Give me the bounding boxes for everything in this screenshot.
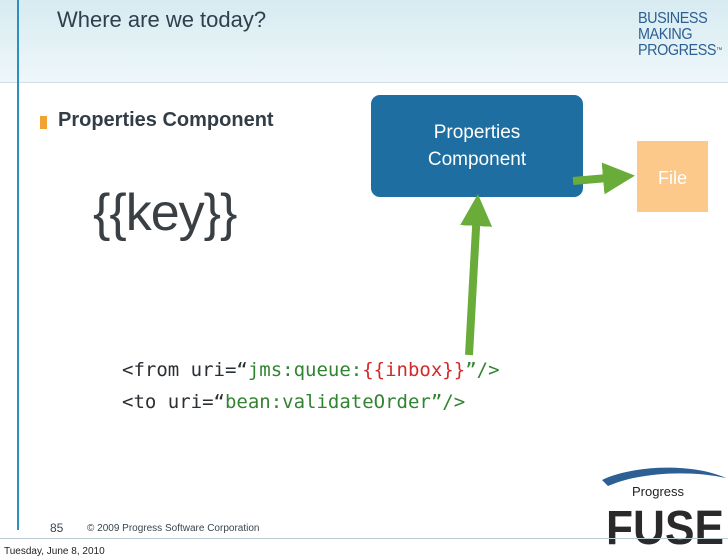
brand-line-2: MAKING [638, 26, 693, 43]
code-line-from: <from uri=“jms:queue:{{inbox}}”/> [122, 359, 500, 381]
page-number: 85 [50, 521, 64, 535]
logo-swoosh-icon [602, 467, 726, 486]
footer-divider [0, 538, 728, 539]
code-line-to: <to uri=“bean:validateOrder”/> [122, 391, 465, 413]
code-inbox-placeholder: {{inbox}} [362, 359, 466, 381]
header-divider [0, 82, 728, 83]
brand-line-1: BUSINESS [638, 10, 708, 27]
logo-progress-text: Progress [632, 484, 685, 499]
arrow-to-component [460, 194, 493, 356]
copyright-text: © 2009 Progress Software Corporation [87, 523, 260, 534]
left-accent-line [17, 0, 19, 530]
logo-fuse-text: FUSE [606, 502, 724, 548]
progress-fuse-logo: Progress FUSE [602, 467, 726, 548]
code-from-prefix: <from uri=“ [122, 359, 248, 381]
file-box: File [637, 141, 708, 212]
code-to-prefix: <to uri=“ [122, 391, 225, 413]
code-to-value: bean:validateOrder [224, 391, 431, 413]
key-placeholder-text: {{key}} [93, 184, 237, 242]
code-from-value: jms:queue: [247, 359, 363, 381]
bullet-item: Properties Component [58, 109, 274, 131]
print-date: Tuesday, June 8, 2010 [4, 546, 105, 557]
trademark-mark: ™ [716, 47, 722, 54]
slide-header [0, 0, 728, 82]
brand-line-3: PROGRESS™ [638, 43, 722, 59]
properties-component-box: Properties Component [371, 95, 583, 197]
slide-title: Where are we today? [57, 7, 267, 32]
component-label-line-1: Properties [433, 122, 521, 143]
code-to-suffix: ”/> [430, 391, 466, 413]
brand-line-3-text: PROGRESS [638, 42, 717, 59]
code-from-suffix: ”/> [465, 359, 500, 381]
component-label-line-2: Component [427, 149, 527, 170]
arrow-to-file [572, 162, 635, 195]
brand-tagline: BUSINESS MAKING PROGRESS™ [638, 11, 722, 59]
bullet-marker [40, 116, 47, 129]
